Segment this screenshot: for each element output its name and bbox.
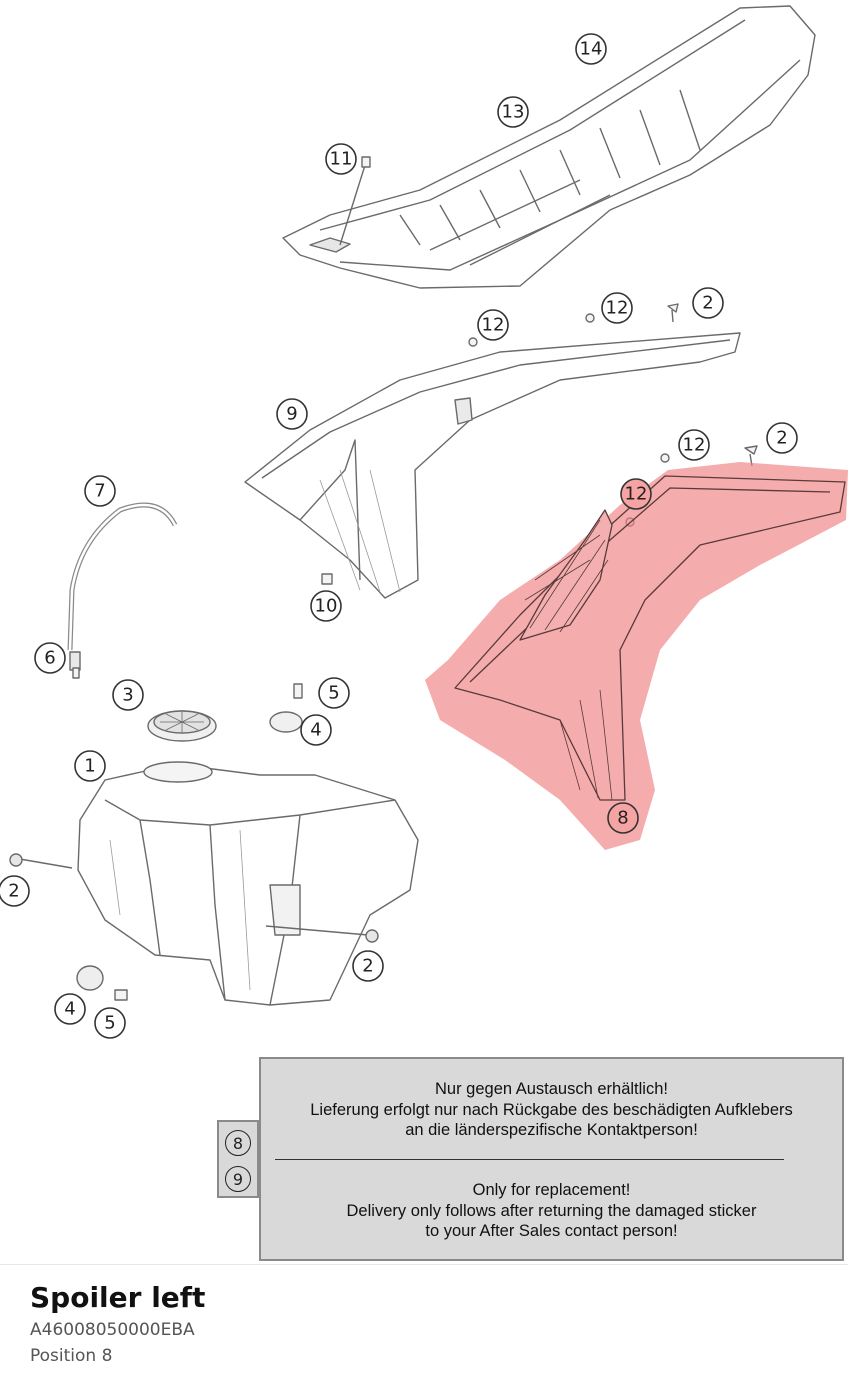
callout-6 <box>34 642 66 674</box>
notice-english: Only for replacement! Delivery only foll… <box>261 1180 842 1242</box>
part-position: Position 8 <box>30 1346 113 1366</box>
seat-screw-part[interactable] <box>339 156 371 246</box>
position-reference-box: 8 9 <box>217 1120 259 1198</box>
callout-8 <box>607 802 639 834</box>
spoiler-right-part[interactable] <box>244 332 741 599</box>
callout-5a <box>318 677 350 709</box>
callout-label: 13 <box>502 102 525 123</box>
notice-en-line: to your After Sales contact person! <box>425 1222 678 1240</box>
position-9-badge: 9 <box>225 1166 251 1192</box>
callout-12a <box>477 309 509 341</box>
callout-2d <box>352 950 384 982</box>
callout-label: 2 <box>776 428 787 449</box>
callout-label: 8 <box>617 808 628 829</box>
callout-10 <box>310 590 342 622</box>
callout-12c <box>678 429 710 461</box>
replacement-notice: Nur gegen Austausch erhältlich! Lieferun… <box>259 1057 844 1261</box>
callout-5b <box>94 1007 126 1039</box>
notice-de-line: an die länderspezifische Kontaktperson! <box>405 1121 698 1139</box>
notice-en-line: Only for replacement! <box>472 1181 631 1199</box>
callout-label: 7 <box>94 481 105 502</box>
callout-2b <box>766 422 798 454</box>
callout-label: 3 <box>122 685 133 706</box>
callout-label: 12 <box>482 315 505 336</box>
callout-label: 2 <box>702 293 713 314</box>
callout-label: 10 <box>315 596 338 617</box>
hose-part[interactable] <box>67 502 178 651</box>
notice-de-line: Lieferung erfolgt nur nach Rückgabe des … <box>310 1100 793 1119</box>
callout-label: 12 <box>625 484 648 505</box>
spoiler-left-highlighted-part[interactable] <box>425 462 848 850</box>
callout-label: 12 <box>683 435 706 456</box>
seat-part[interactable] <box>282 5 816 289</box>
callout-label: 5 <box>104 1013 115 1034</box>
fuel-cap-part[interactable] <box>147 710 217 742</box>
callout-label: 4 <box>310 720 321 741</box>
notice-en-line: Delivery only follows after returning th… <box>346 1201 757 1220</box>
fuel-tank-part[interactable] <box>77 761 419 1006</box>
callout-label: 4 <box>64 999 75 1020</box>
callout-label: 5 <box>328 683 339 704</box>
callout-2a <box>692 287 724 319</box>
callout-2c <box>0 875 30 907</box>
position-8-badge: 8 <box>225 1130 251 1156</box>
callout-14 <box>575 33 607 65</box>
callout-label: 2 <box>362 956 373 977</box>
callout-1 <box>74 750 106 782</box>
rubber-bushing-part[interactable] <box>76 683 303 1001</box>
part-number: A46008050000EBA <box>30 1320 195 1340</box>
callout-12d <box>620 478 652 510</box>
callout-12b <box>601 292 633 324</box>
callout-label: 14 <box>580 39 603 60</box>
notice-german: Nur gegen Austausch erhältlich! Lieferun… <box>261 1079 842 1141</box>
notice-de-line: Nur gegen Austausch erhältlich! <box>435 1080 668 1098</box>
fitting-part[interactable] <box>69 651 81 679</box>
callout-4a <box>300 714 332 746</box>
exploded-parts-diagram: 14 13 11 12 12 2 9 12 2 12 7 10 8 6 3 5 … <box>0 5 848 1039</box>
callout-label: 1 <box>84 756 95 777</box>
callout-circles <box>0 33 798 1039</box>
callout-label: 9 <box>286 404 297 425</box>
tank-screw-parts[interactable] <box>9 853 379 943</box>
notice-divider <box>275 1159 784 1160</box>
callout-9 <box>276 398 308 430</box>
callout-label: 2 <box>8 881 19 902</box>
part-title: Spoiler left <box>30 1281 206 1314</box>
callout-7 <box>84 475 116 507</box>
callout-label: 11 <box>330 149 353 170</box>
callout-label: 6 <box>44 648 55 669</box>
callout-11a <box>325 143 357 175</box>
callout-4b <box>54 993 86 1025</box>
callout-13 <box>497 96 529 128</box>
callout-label: 12 <box>606 298 629 319</box>
callout-3 <box>112 679 144 711</box>
part-details-panel: Spoiler left A46008050000EBA Position 8 <box>0 1264 848 1391</box>
